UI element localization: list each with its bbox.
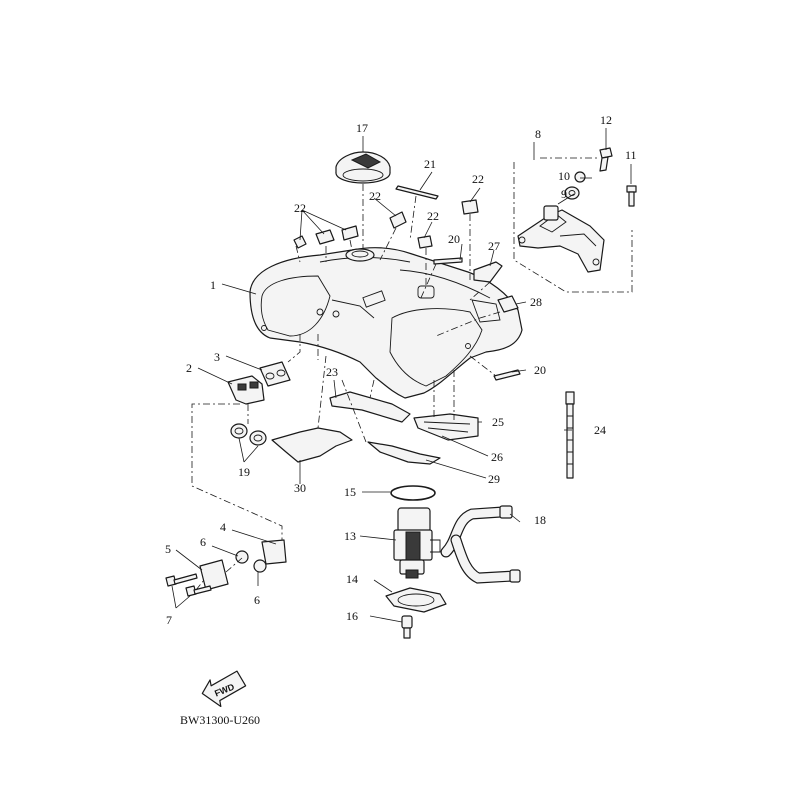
fuel-pump[interactable] xyxy=(393,507,441,579)
diagram-code: BW31300-U260 xyxy=(180,713,260,727)
cable-tie[interactable] xyxy=(565,391,575,479)
callout-22-right: 22 xyxy=(472,172,484,186)
callout-20-upper: 20 xyxy=(448,232,460,246)
callout-11: 11 xyxy=(625,148,637,162)
callout-1: 1 xyxy=(210,278,216,292)
insulation-sheets[interactable] xyxy=(413,413,479,441)
callout-3: 3 xyxy=(214,350,220,364)
callout-21: 21 xyxy=(424,157,436,171)
side-cover[interactable] xyxy=(271,427,353,463)
callout-5: 5 xyxy=(165,542,171,556)
damper-pads[interactable] xyxy=(293,199,479,249)
callout-22-mid: 22 xyxy=(369,189,381,203)
callout-17: 17 xyxy=(356,121,368,135)
callout-27: 27 xyxy=(488,239,500,253)
lower-bracket-set[interactable] xyxy=(165,539,287,597)
tank-bracket-front[interactable] xyxy=(227,375,265,405)
retainer-bolt[interactable] xyxy=(401,615,413,639)
callout-23: 23 xyxy=(326,365,338,379)
callout-18: 18 xyxy=(534,513,546,527)
callout-25: 25 xyxy=(492,415,504,429)
fuel-hose[interactable] xyxy=(440,505,521,584)
callout-13: 13 xyxy=(344,529,356,543)
callout-22-center: 22 xyxy=(427,209,439,223)
assembly-lines xyxy=(191,184,501,591)
heat-guard[interactable] xyxy=(329,391,411,423)
callout-15: 15 xyxy=(344,485,356,499)
callout-26: 26 xyxy=(491,450,503,464)
callout-labels: 1 2 3 4 5 6 6 7 8 9 10 11 12 13 14 15 16… xyxy=(165,113,637,627)
callout-28: 28 xyxy=(530,295,542,309)
callout-10: 10 xyxy=(558,169,570,183)
callout-29: 29 xyxy=(488,472,500,486)
callout-20-lower: 20 xyxy=(534,363,546,377)
fuel-tank[interactable] xyxy=(249,247,523,399)
fuel-cap[interactable] xyxy=(335,151,391,184)
seal-strip[interactable] xyxy=(395,185,439,200)
callout-8: 8 xyxy=(535,127,541,141)
collar-pair[interactable] xyxy=(230,423,267,446)
tape-strip-upper[interactable] xyxy=(433,257,463,265)
damper-block[interactable] xyxy=(497,295,519,313)
cover-plate[interactable] xyxy=(473,261,503,283)
callout-6-lower: 6 xyxy=(254,593,260,607)
callout-4: 4 xyxy=(220,520,226,534)
callout-16: 16 xyxy=(346,609,358,623)
callout-9: 9 xyxy=(561,187,567,201)
callout-2: 2 xyxy=(186,361,192,375)
callout-12: 12 xyxy=(600,113,612,127)
rubber-damper-pair[interactable] xyxy=(259,361,291,387)
pump-o-ring[interactable] xyxy=(390,485,436,501)
callout-22-left: 22 xyxy=(294,201,306,215)
callout-30: 30 xyxy=(294,481,306,495)
forward-direction-arrow: FWD xyxy=(201,670,247,708)
lower-panel[interactable] xyxy=(367,441,441,465)
callout-6-upper: 6 xyxy=(200,535,206,549)
callout-14: 14 xyxy=(346,572,358,586)
tape-strip-lower[interactable] xyxy=(493,369,521,381)
leader-lines xyxy=(171,128,632,623)
rear-bracket-assembly[interactable] xyxy=(513,147,637,293)
callout-19: 19 xyxy=(238,465,250,479)
callout-24: 24 xyxy=(594,423,606,437)
callout-7: 7 xyxy=(166,613,172,627)
pump-retainer-plate[interactable] xyxy=(385,587,447,613)
